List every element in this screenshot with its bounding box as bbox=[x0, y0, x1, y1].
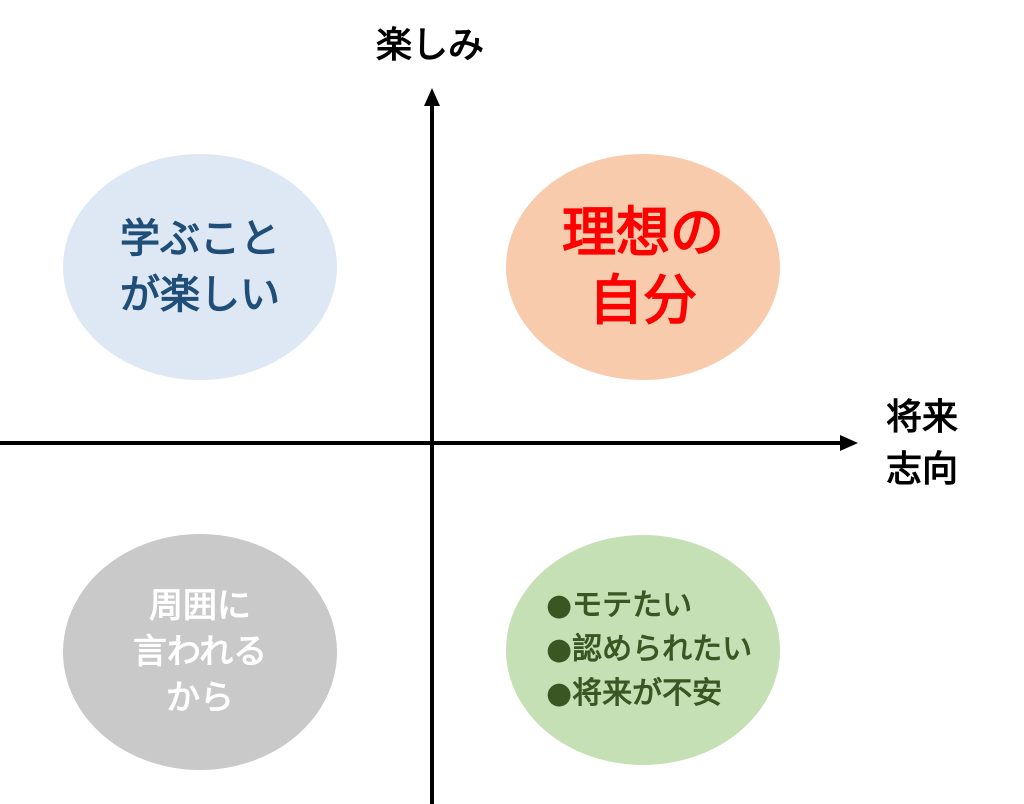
quadrant-text: 周囲に bbox=[149, 586, 251, 626]
x-axis-label-line: 志向 bbox=[885, 449, 958, 490]
quadrant-learning-is-fun: 学ぶこと が楽しい bbox=[63, 154, 337, 380]
quadrant-text: 学ぶこと bbox=[120, 216, 280, 262]
quadrant-text: 理想の bbox=[562, 201, 724, 264]
x-axis-label-line: 将来 bbox=[885, 397, 958, 438]
quadrant-bullet: ●モテたい bbox=[546, 588, 693, 623]
quadrant-ideal-self: 理想の 自分 bbox=[506, 154, 780, 380]
quadrant-bullet: ●将来が不安 bbox=[546, 676, 723, 711]
quadrant-told-by-others: 周囲に 言われる から bbox=[63, 534, 337, 770]
x-axis-arrowhead bbox=[840, 435, 858, 451]
quadrant-bullet: ●認められたい bbox=[546, 632, 753, 667]
quadrant-text: から bbox=[166, 678, 234, 718]
quadrant-text: が楽しい bbox=[120, 272, 280, 318]
quadrant-anxieties: ●モテたい ●認められたい ●将来が不安 bbox=[506, 535, 780, 765]
x-axis-label: 将来 志向 bbox=[862, 392, 982, 496]
y-axis-arrowhead bbox=[424, 88, 440, 106]
quadrant-text: 自分 bbox=[589, 269, 697, 332]
quadrant-text: 言われる bbox=[132, 632, 268, 672]
y-axis-label: 楽しみ bbox=[375, 25, 484, 66]
